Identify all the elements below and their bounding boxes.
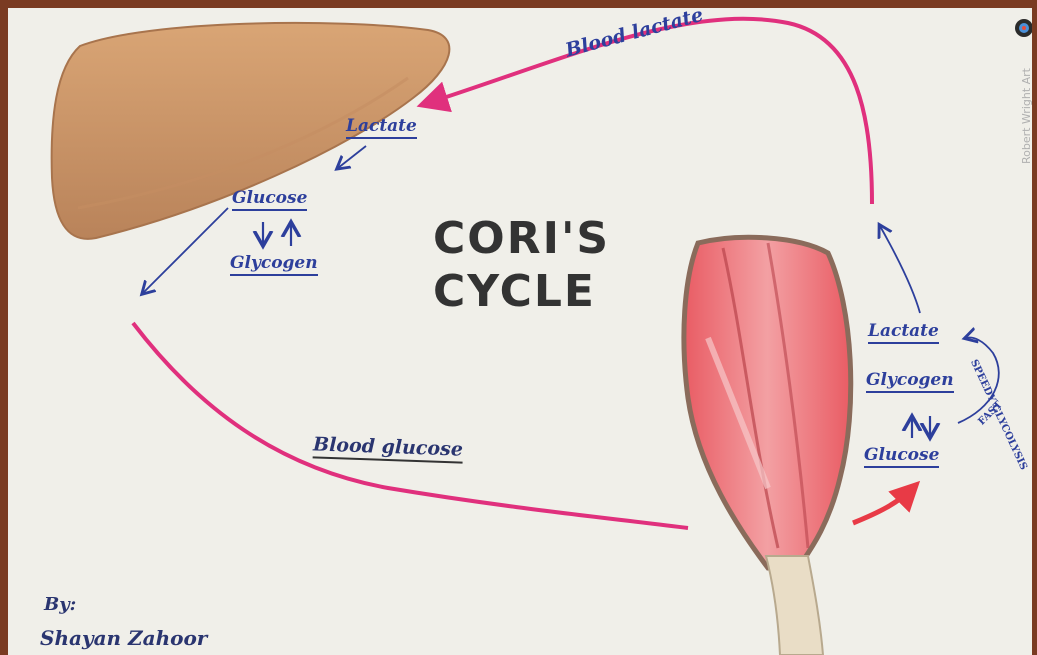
liver-glucose-label: Glucose: [232, 188, 307, 211]
muscle-lactate-label: Lactate: [868, 321, 939, 344]
drawing-canvas: CORI'S CYCLE Lactate Glucose Glycogen Bl…: [8, 8, 1032, 655]
corner-logo-icon: [1015, 19, 1032, 37]
lactate-to-glucose-arrow: [338, 146, 366, 168]
watermark-text: Robert Wright Art: [1020, 68, 1032, 164]
muscle-shape: [684, 237, 851, 568]
credit-by-label: By:: [44, 594, 76, 615]
lactate-up-arrow: [880, 226, 920, 313]
muscle-glucose-label: Glucose: [864, 445, 939, 468]
muscle-glycogen-label: Glycogen: [866, 370, 954, 393]
blood-glucose-label: Blood glucose: [313, 433, 464, 463]
muscle-to-glucose-arrow: [853, 488, 913, 523]
liver-lactate-label: Lactate: [346, 116, 417, 139]
credit-author: Shayan Zahoor: [40, 626, 207, 650]
muscle-illustration: [684, 237, 851, 655]
tendon-shape: [766, 556, 823, 655]
title-line-1: CORI'S: [433, 213, 610, 264]
title-line-2: CYCLE: [433, 266, 596, 317]
blood-glucose-arrow: [133, 323, 688, 528]
liver-glycogen-label: Glycogen: [230, 253, 318, 276]
blood-lactate-arrow: [428, 19, 872, 204]
